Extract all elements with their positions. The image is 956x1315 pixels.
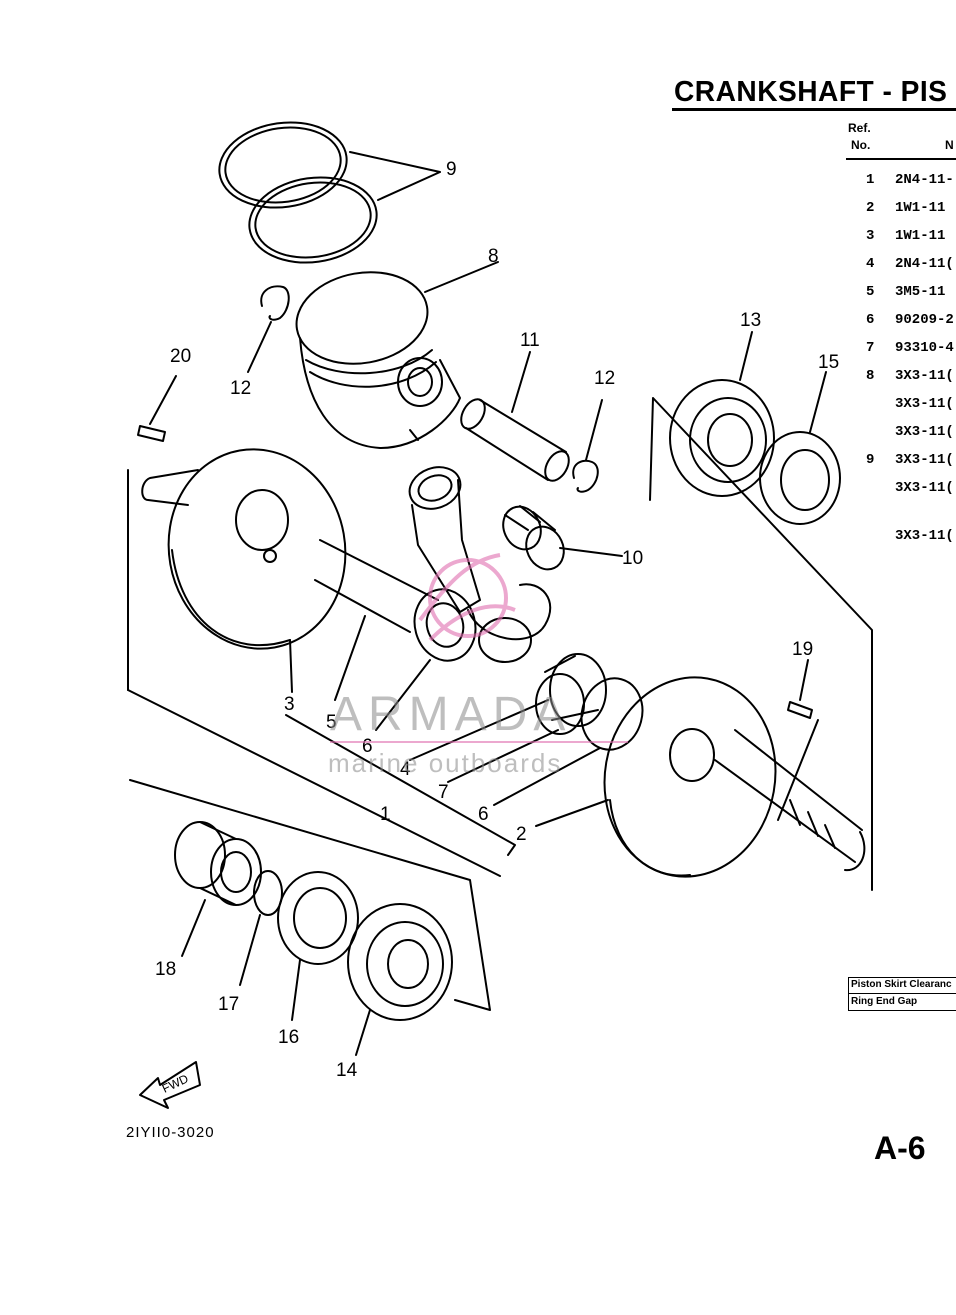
ref-no: 5 xyxy=(866,284,875,300)
circlip-left xyxy=(260,285,290,321)
oil-seal-15 xyxy=(759,431,841,525)
woodruff-key-left xyxy=(137,425,166,442)
piston-pin xyxy=(460,398,570,482)
part-no: 2N4-11( xyxy=(895,256,954,272)
bearing-14 xyxy=(347,903,453,1021)
part-no: 1W1-11 xyxy=(895,200,946,216)
part-no: 2N4-11- xyxy=(895,172,954,188)
label-part-6b: 6 xyxy=(478,804,489,825)
watermark-text: ARMADA xyxy=(330,688,571,741)
spec-piston-skirt: Piston Skirt Clearanc xyxy=(851,979,952,990)
piston-ring-lower xyxy=(248,176,378,264)
part-no: 90209-2 xyxy=(895,312,954,328)
table-header-ref: Ref. No. xyxy=(848,120,871,154)
thrust-washer-right xyxy=(580,677,644,751)
spec-box xyxy=(848,977,956,1011)
big-end-bearing xyxy=(535,653,607,735)
part-no: 3X3-11( xyxy=(895,452,954,468)
part-no: 3M5-11 xyxy=(895,284,946,300)
table-header-col2: N xyxy=(945,138,954,152)
piston-ring-upper xyxy=(218,121,348,209)
label-part-7: 7 xyxy=(438,782,449,803)
fwd-arrow-icon xyxy=(139,1061,201,1109)
ref-no: 9 xyxy=(866,452,875,468)
oil-seal-16 xyxy=(277,871,359,965)
label-part-11: 11 xyxy=(520,330,540,351)
ref-no: 8 xyxy=(866,368,875,384)
label-part-12b: 12 xyxy=(594,368,615,389)
page-number: A-6 xyxy=(874,1130,926,1166)
label-part-16: 16 xyxy=(278,1027,299,1048)
circlip-17 xyxy=(253,870,283,916)
label-part-13: 13 xyxy=(740,310,761,331)
spacer-18 xyxy=(174,821,262,906)
label-part-15: 15 xyxy=(818,352,839,373)
spec-ring-end-gap: Ring End Gap xyxy=(851,996,918,1007)
label-part-1: 1 xyxy=(380,804,391,825)
watermark-subtitle: marine outboards xyxy=(328,748,562,778)
part-no: 3X3-11( xyxy=(895,528,954,544)
label-part-4: 4 xyxy=(400,759,411,780)
ref-no: 2 xyxy=(866,200,875,216)
small-end-bearing xyxy=(502,505,565,571)
crankshaft-left-half xyxy=(141,448,439,650)
label-part-19: 19 xyxy=(792,639,813,660)
watermark-logo: ARMADA marine outboards xyxy=(328,553,628,778)
diagram-code: 2IYII0-3020 xyxy=(126,1124,215,1141)
ref-no: 3 xyxy=(866,228,875,244)
label-part-17: 17 xyxy=(218,994,239,1015)
page-title: CRANKSHAFT - PIS xyxy=(674,76,948,108)
ref-no: 1 xyxy=(866,172,875,188)
part-no: 3X3-11( xyxy=(895,480,954,496)
label-part-6a: 6 xyxy=(362,736,373,757)
title-underline xyxy=(672,108,956,111)
ref-no: 4 xyxy=(866,256,875,272)
bearing-13 xyxy=(669,379,775,497)
label-part-9: 9 xyxy=(446,159,457,180)
label-part-2: 2 xyxy=(516,824,527,845)
label-part-20: 20 xyxy=(170,346,191,367)
label-part-3: 3 xyxy=(284,694,295,715)
fwd-label: FWD xyxy=(160,1071,191,1095)
piston xyxy=(295,271,461,449)
crankshaft-right-half xyxy=(603,676,866,878)
ref-no: 7 xyxy=(866,340,875,356)
label-part-18: 18 xyxy=(155,959,176,980)
ref-no: 6 xyxy=(866,312,875,328)
ref-label: Ref. xyxy=(848,121,871,135)
part-no: 3X3-11( xyxy=(895,396,954,412)
spec-divider xyxy=(848,993,956,994)
thrust-washer-left xyxy=(413,588,477,662)
woodruff-key-right xyxy=(787,701,813,719)
label-part-8: 8 xyxy=(488,246,499,267)
part-no: 93310-4 xyxy=(895,340,954,356)
label-part-5: 5 xyxy=(326,712,337,733)
part-no: 3X3-11( xyxy=(895,368,954,384)
part-no: 3X3-11( xyxy=(895,424,954,440)
circlip-right xyxy=(572,459,599,493)
no-label: No. xyxy=(851,138,871,152)
table-header-rule xyxy=(846,158,956,160)
label-part-14: 14 xyxy=(336,1060,358,1081)
part-no: 1W1-11 xyxy=(895,228,946,244)
label-part-12a: 12 xyxy=(230,378,251,399)
label-part-10: 10 xyxy=(622,548,643,569)
